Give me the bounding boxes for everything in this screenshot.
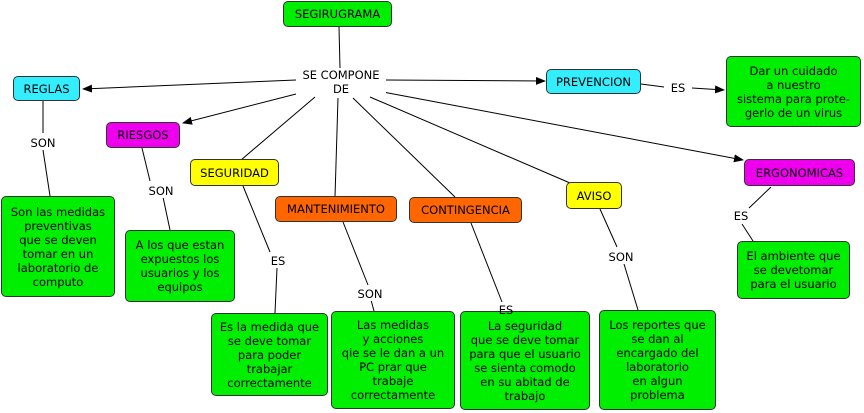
link-label-aviso-son: SON [606, 250, 636, 264]
node-aviso[interactable]: AVISO [566, 182, 622, 209]
link-label-contingencia-es: ES [498, 303, 514, 317]
node-seguridad-definition[interactable]: Es la medida que se deve tomar para pode… [211, 313, 328, 396]
node-mantenimiento-definition[interactable]: Las medidas y acciones qie se le dan a u… [331, 311, 455, 409]
link-label-mantenimiento-son: SON [355, 287, 385, 301]
link-label-se-compone-de: SE COMPONE DE [296, 68, 386, 96]
node-riesgos[interactable]: RIESGOS [106, 122, 180, 148]
node-reglas[interactable]: REGLAS [13, 76, 80, 101]
edge-aviso-son [599, 208, 618, 248]
edge-son-mantenimiento-def [370, 299, 375, 312]
edge-seguridad-es [242, 185, 271, 253]
edge-compone-aviso [369, 96, 571, 184]
edge-es-seguridad-def [274, 267, 278, 314]
node-contingencia[interactable]: CONTINGENCIA [409, 197, 522, 223]
edge-mantenimiento-son [342, 221, 369, 286]
edge-es-ergonomicas-def [741, 223, 754, 242]
link-label-riesgos-son: SON [146, 184, 176, 198]
edge-root-compone [338, 26, 341, 69]
node-segirugrama[interactable]: SEGIRUGRAMA [283, 1, 392, 27]
edge-compone-seguridad [240, 96, 316, 161]
node-ergonomicas[interactable]: ERGONOMICAS [744, 159, 855, 186]
node-prevencion-definition[interactable]: Dar un cuidado a nuestro sistema para pr… [726, 56, 861, 127]
link-label-prevencion-es: ES [666, 81, 690, 95]
node-seguridad[interactable]: SEGURIDAD [190, 159, 279, 186]
node-riesgos-definition[interactable]: A los que estan expuestos los usuarios y… [125, 230, 235, 302]
edge-son-reglas-def [42, 149, 51, 197]
edge-son-riesgos-def [162, 196, 171, 231]
edge-compone-mantenimiento [334, 97, 339, 198]
node-prevencion[interactable]: PREVENCION [546, 69, 641, 94]
node-aviso-definition[interactable]: Los reportes que se dan al encargado del… [599, 310, 716, 410]
node-contingencia-definition[interactable]: La seguridad que se deve tomar para que … [460, 311, 590, 410]
edge-ergonomicas-es [748, 186, 772, 209]
link-label-seguridad-es: ES [266, 254, 290, 268]
link-label-reglas-son: SON [28, 136, 58, 150]
node-mantenimiento[interactable]: MANTENIMIENTO [275, 196, 397, 222]
edge-compone-ergonomicas [382, 91, 744, 163]
edge-prevencion-es [640, 83, 665, 88]
edge-riesgos-son [141, 147, 151, 182]
node-ergonomicas-definition[interactable]: El ambiente que se devetomar para el usu… [737, 241, 850, 299]
edge-compone-riesgos [182, 92, 301, 125]
node-reglas-definition[interactable]: Son las medidas preventivas que se deven… [1, 196, 115, 297]
edge-son-aviso-def [623, 263, 639, 311]
edge-compone-reglas [82, 79, 297, 93]
edge-es-prevencion-def [691, 85, 725, 94]
edge-compone-prevencion [385, 76, 546, 85]
edge-compone-contingencia [352, 97, 456, 198]
edge-contingencia-es [470, 222, 503, 303]
link-label-ergonomicas-es: ES [729, 209, 753, 223]
